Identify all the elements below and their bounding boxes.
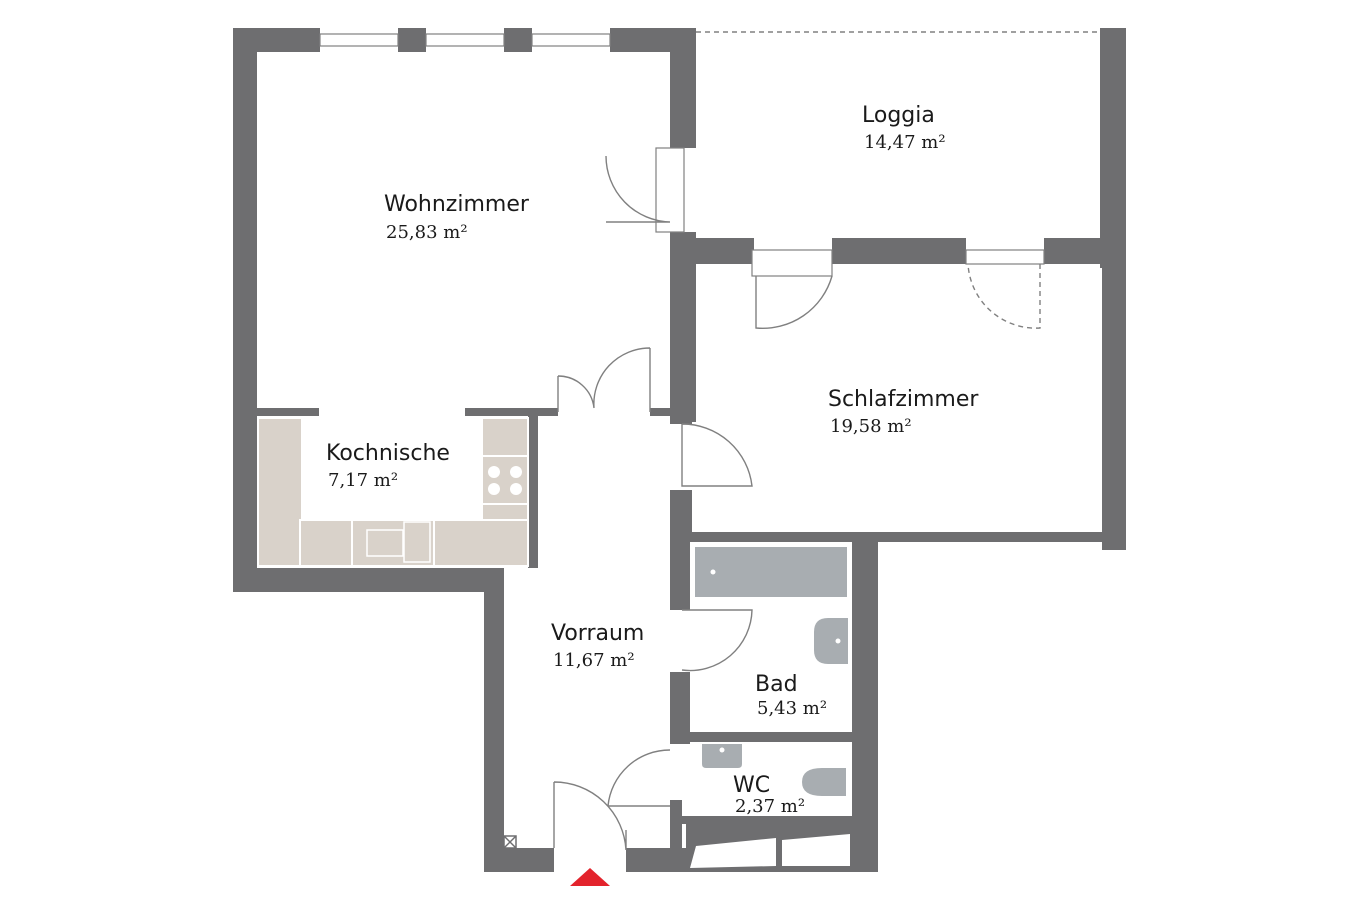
room-area-loggia: 14,47 m² — [864, 132, 946, 153]
kitchen-stove — [481, 455, 529, 505]
bathtub-frame — [691, 543, 851, 601]
wall-bedroom-south — [670, 532, 1126, 542]
door-loggia-living — [605, 155, 671, 223]
room-area-bad: 5,43 m² — [757, 698, 827, 719]
kitchen-counter-left — [257, 417, 303, 567]
wall-bedroom-west-lower — [670, 490, 692, 540]
door-frame-bedroom-1 — [751, 249, 833, 277]
kitchen-sink-unit — [351, 519, 435, 567]
window-living-2 — [425, 33, 505, 47]
stove-burner-icon — [488, 483, 500, 495]
wall-south-left — [484, 848, 554, 872]
room-area-wohnzimmer: 25,83 m² — [386, 222, 468, 243]
room-name-wc: WC — [733, 773, 770, 798]
wall-bedroom-east — [1102, 264, 1126, 550]
wall-kitchen-south — [233, 568, 503, 592]
wall-north-2 — [398, 28, 426, 52]
wall-north-1 — [233, 28, 320, 52]
door-frame-loggia — [655, 147, 685, 233]
wc-washbasin-icon — [702, 744, 742, 768]
wall-bedroom-west — [670, 264, 692, 424]
wall-north-3 — [504, 28, 532, 52]
wall-kitchen-east — [528, 408, 538, 568]
room-area-vorraum: 11,67 m² — [553, 650, 635, 671]
door-wc — [607, 749, 671, 807]
bathtub-drain-icon — [710, 569, 716, 575]
stove-burner-icon — [488, 466, 500, 478]
window-living-1 — [319, 33, 399, 47]
shaft-cutout-2 — [782, 834, 850, 866]
kitchen-counter-bottom-2 — [433, 519, 529, 567]
walls — [233, 28, 1126, 872]
bathtub-icon — [695, 547, 847, 597]
toilet-icon — [802, 768, 846, 796]
door-bedroom-hall — [681, 423, 753, 487]
kitchen-counter — [257, 417, 529, 567]
stove-burner-icon — [510, 466, 522, 478]
wall-bath-west-lower — [670, 672, 690, 744]
room-area-kochnische: 7,17 m² — [328, 470, 398, 491]
shaft-cutout — [690, 838, 776, 868]
door-frame-bedroom-2 — [965, 249, 1045, 265]
washbasin-drain-icon — [835, 638, 841, 644]
room-area-schlafzimmer: 19,58 m² — [830, 416, 912, 437]
kitchen-counter-right-bottom — [481, 503, 529, 521]
window-living-3 — [531, 33, 611, 47]
room-name-schlafzimmer: Schlafzimmer — [828, 387, 979, 412]
sink-icon — [366, 529, 404, 557]
room-name-bad: Bad — [755, 672, 798, 697]
door-entrance — [553, 781, 627, 851]
sanitary — [691, 543, 851, 796]
door-bedroom-loggia — [755, 275, 833, 330]
kitchen-counter-right-top — [481, 417, 529, 457]
stove-burner-icon — [510, 483, 522, 495]
sink-drain-icon — [403, 521, 431, 563]
wall-bath-south — [670, 732, 878, 742]
wall-living-east-upper — [670, 28, 696, 148]
doors — [553, 155, 1041, 851]
kitchen-counter-bottom-1 — [299, 519, 353, 567]
shaft-cross-icon — [503, 835, 517, 849]
windows — [319, 31, 1100, 277]
wall-hall-west — [484, 568, 504, 872]
wall-loggia-south-2 — [832, 238, 966, 264]
wall-loggia-south-1 — [670, 238, 754, 264]
door-living-hall — [557, 347, 651, 412]
wall-south-mid — [626, 848, 686, 872]
wall-loggia-south-3 — [1044, 238, 1126, 264]
wall-hall-north-right — [650, 408, 680, 416]
room-name-wohnzimmer: Wohnzimmer — [384, 192, 530, 217]
wall-bath-west-upper — [670, 540, 690, 610]
room-name-loggia: Loggia — [862, 103, 935, 128]
bath-washbasin-icon — [814, 618, 848, 664]
wall-wc-south — [670, 816, 878, 824]
room-area-wc: 2,37 m² — [735, 796, 805, 817]
wall-kitchen-north-right — [465, 408, 558, 416]
room-name-kochnische: Kochnische — [326, 441, 450, 466]
wall-kitchen-north-left — [257, 408, 319, 416]
wall-loggia-east — [1100, 28, 1126, 268]
entrance-arrow-icon — [570, 868, 610, 886]
wc-washbasin-drain-icon — [719, 747, 725, 753]
room-name-vorraum: Vorraum — [551, 621, 644, 646]
door-bath — [681, 609, 753, 672]
door-bedroom-loggia-2 — [967, 263, 1041, 329]
wall-west — [233, 28, 257, 592]
